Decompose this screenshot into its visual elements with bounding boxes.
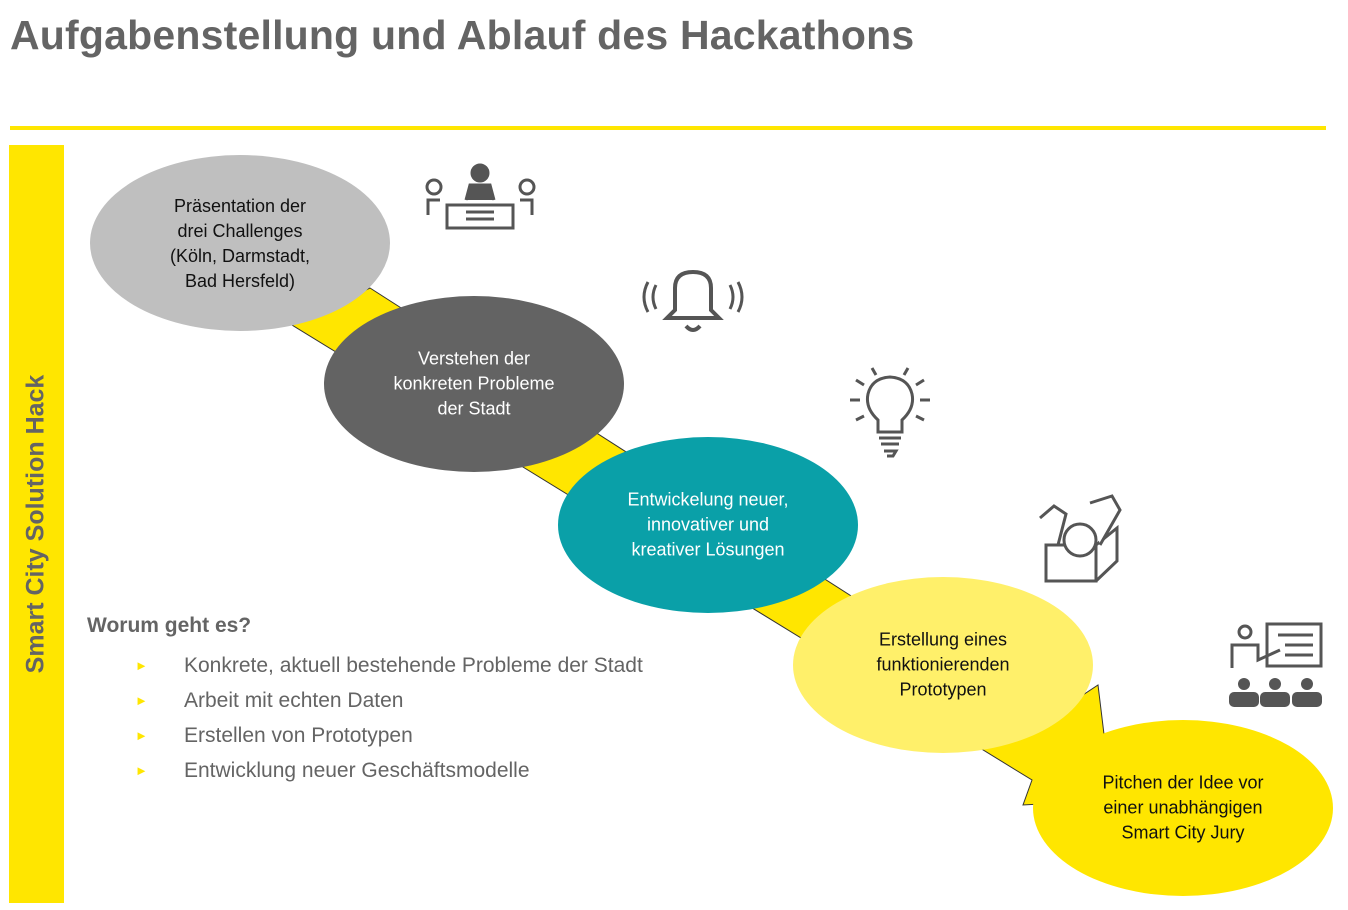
bullet-arrow-icon: ► bbox=[135, 728, 148, 743]
list-item: ► Arbeit mit echten Daten bbox=[135, 683, 643, 718]
step-2-line: der Stadt bbox=[437, 398, 511, 419]
step-3-text: Entwickelung neuer, innovativer und krea… bbox=[627, 488, 788, 563]
alarm-bell-icon bbox=[642, 269, 744, 332]
list-item: ► Entwicklung neuer Geschäftsmodelle bbox=[135, 753, 643, 788]
sidebar-bar bbox=[9, 145, 64, 903]
page-title: Aufgabenstellung und Ablauf des Hackatho… bbox=[10, 12, 915, 58]
list-item-text: Entwicklung neuer Geschäftsmodelle bbox=[184, 758, 530, 782]
step-2-line: konkreten Probleme bbox=[393, 373, 555, 394]
step-1-line: Präsentation der bbox=[173, 196, 307, 216]
bullet-arrow-icon: ► bbox=[135, 658, 148, 673]
step-3-bubble bbox=[558, 437, 858, 613]
step-1-text: Präsentation der drei Challenges (Köln, … bbox=[170, 194, 310, 294]
step-4-bubble bbox=[793, 577, 1093, 753]
presentation-icon bbox=[1229, 622, 1323, 707]
step-2-line: Verstehen der bbox=[417, 348, 531, 369]
step-5-line: Pitchen der Idee vor bbox=[1102, 772, 1264, 793]
list-item-text: Erstellen von Prototypen bbox=[184, 723, 413, 747]
list-item: ► Erstellen von Prototypen bbox=[135, 718, 643, 753]
step-2-text: Verstehen der konkreten Probleme der Sta… bbox=[393, 347, 554, 422]
list-item-text: Konkrete, aktuell bestehende Probleme de… bbox=[184, 653, 643, 677]
step-5-text: Pitchen der Idee vor einer unabhängigen … bbox=[1102, 771, 1263, 846]
step-4-text: Erstellung eines funktionierenden Protot… bbox=[876, 628, 1009, 703]
toolbox-icon bbox=[1039, 494, 1122, 583]
step-4-line: funktionierenden bbox=[876, 654, 1010, 675]
step-4-line: Erstellung eines bbox=[878, 629, 1008, 650]
step-5-bubble bbox=[1033, 720, 1333, 896]
step-1-line: (Köln, Darmstadt, bbox=[169, 246, 311, 266]
step-1-bubble bbox=[90, 155, 390, 331]
worum-list: ► Konkrete, aktuell bestehende Probleme d… bbox=[135, 648, 643, 788]
step-1-line: drei Challenges bbox=[177, 221, 303, 241]
lightbulb-icon bbox=[850, 367, 930, 458]
step-3-line: innovativer und bbox=[646, 514, 770, 535]
step-5-line: einer unabhängigen bbox=[1103, 797, 1263, 818]
step-3-line: kreativer Lösungen bbox=[631, 539, 785, 560]
list-item: ► Konkrete, aktuell bestehende Probleme d… bbox=[135, 648, 643, 683]
worum-heading: Worum geht es? bbox=[87, 614, 252, 637]
bullet-arrow-icon: ► bbox=[135, 763, 148, 778]
title-divider bbox=[10, 126, 1326, 130]
meeting-icon bbox=[425, 163, 536, 230]
list-item-text: Arbeit mit echten Daten bbox=[184, 688, 404, 712]
step-1-line: Bad Hersfeld) bbox=[184, 271, 296, 291]
bullet-arrow-icon: ► bbox=[135, 693, 148, 708]
step-5-line: Smart City Jury bbox=[1121, 822, 1245, 843]
step-3-line: Entwickelung neuer, bbox=[627, 489, 789, 510]
step-2-bubble bbox=[324, 296, 624, 472]
step-4-line: Prototypen bbox=[899, 679, 987, 700]
